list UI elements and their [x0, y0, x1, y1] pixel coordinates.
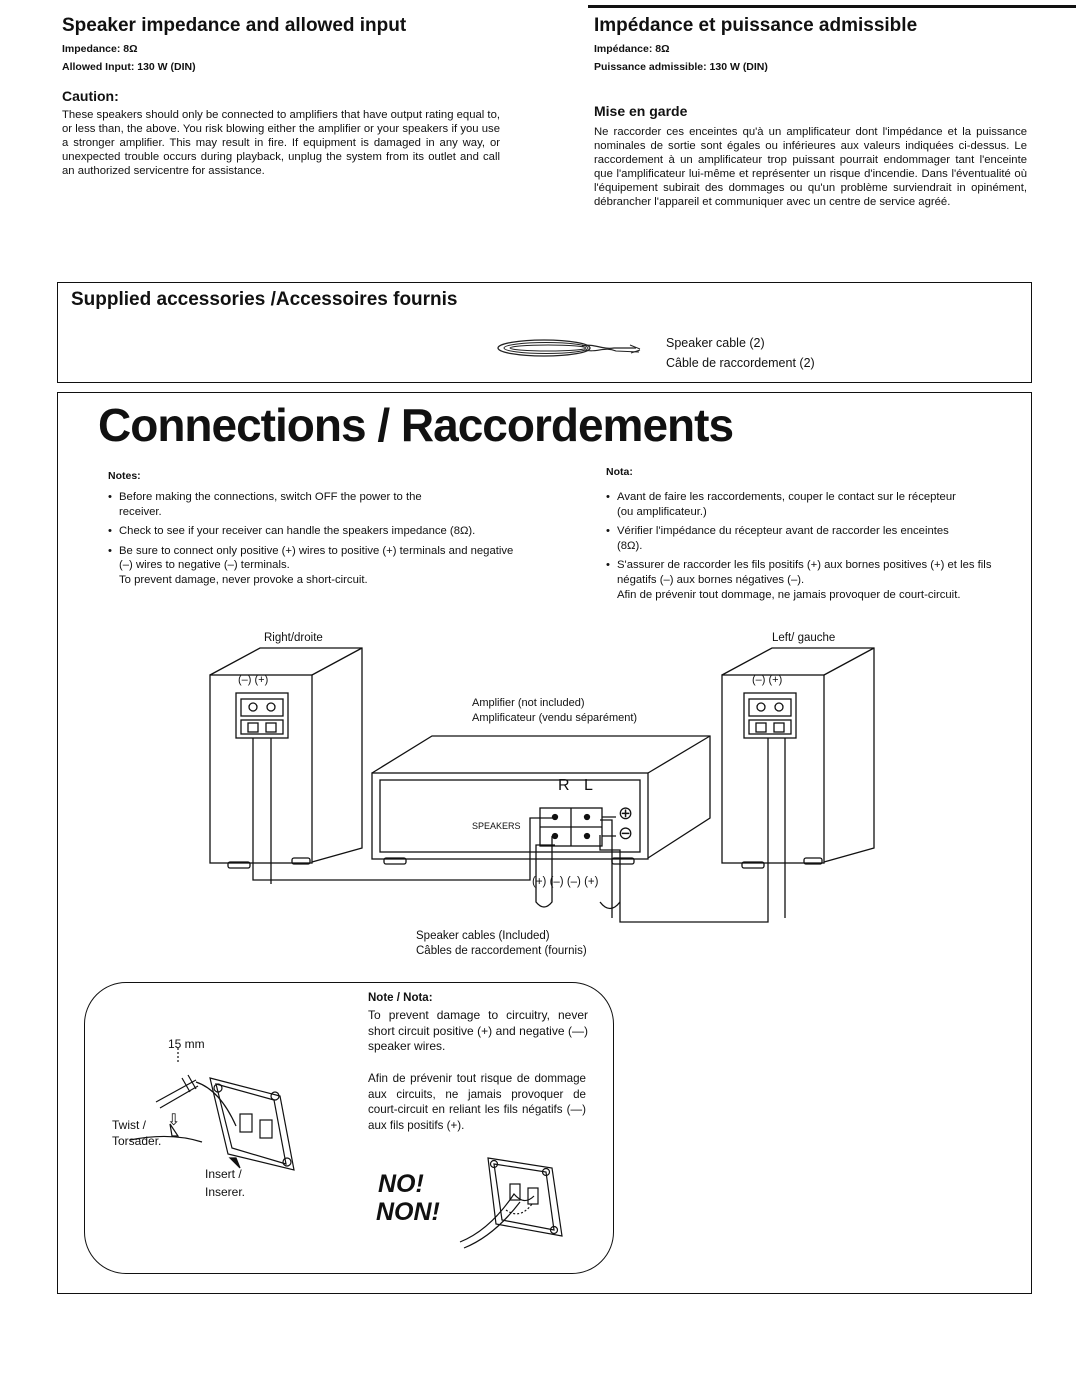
- caution-text-en: These speakers should only be connected …: [62, 109, 500, 177]
- right-speaker-label: Right/droite: [264, 632, 323, 644]
- no-warning-en: NO!: [378, 1170, 424, 1198]
- note-item-fr: S'assurer de raccorder les fils positifs…: [606, 558, 1001, 587]
- accessories-title: Supplied accessories /Accessoires fourni…: [71, 289, 458, 310]
- short-circuit-warning-illustration: [459, 1157, 563, 1249]
- note-item-en: Be sure to connect only positive (+) wir…: [108, 544, 518, 573]
- impedance-fr: Impédance: 8Ω: [594, 43, 670, 55]
- notes-title-fr: Nota:: [606, 466, 633, 478]
- note-extra-fr: Afin de prévenir tout dommage, ne jamais…: [617, 588, 961, 601]
- speaker-section-title-fr: Impédance et puissance admissible: [594, 15, 918, 36]
- amplifier-label-en: Amplifier (not included): [472, 697, 585, 709]
- right-terminal-polarity: (–) (+): [238, 674, 269, 686]
- wire-polarity-label: (+) (–) (–) (+): [532, 876, 599, 888]
- connection-diagram: [209, 647, 875, 923]
- connections-title: Connections / Raccordements: [98, 399, 734, 451]
- accessories-box: [57, 282, 1032, 383]
- wiring-note-en: To prevent damage to circuitry, never sh…: [368, 1008, 588, 1053]
- speakers-terminal-label: SPEAKERS: [472, 821, 521, 831]
- top-rule: [588, 5, 1076, 8]
- notes-list-en: Before making the connections, switch OF…: [108, 490, 518, 588]
- wiring-note-title: Note / Nota:: [368, 992, 433, 1004]
- minus-icon: ⊖: [618, 823, 634, 843]
- insert-label-fr: Inserer.: [205, 1185, 246, 1199]
- notes-list-fr: Avant de faire les raccordements, couper…: [606, 490, 1001, 602]
- caution-text-fr: Ne raccorder ces enceintes qu'à un ampli…: [594, 126, 1027, 208]
- twist-arrow-icon: ⇩: [167, 1112, 181, 1129]
- speaker-wires: [252, 738, 786, 923]
- note-item-en: Before making the connections, switch OF…: [108, 490, 454, 519]
- amplifier-label-fr: Amplificateur (vendu séparément): [472, 712, 638, 724]
- note-extra-en: To prevent damage, never provoke a short…: [119, 573, 368, 586]
- speaker-cable-icon: [497, 339, 641, 357]
- left-terminal-polarity: (–) (+): [752, 674, 783, 686]
- channel-l-label: L: [584, 777, 593, 794]
- wiring-note-fr: Afin de prévenir tout risque de dommage …: [368, 1072, 586, 1132]
- caution-title-en: Caution:: [62, 88, 119, 104]
- wiring-box: [84, 982, 614, 1274]
- accessory-item-fr: Câble de raccordement (2): [666, 356, 815, 370]
- strip-length-label: 15 mm: [168, 1037, 205, 1051]
- right-speaker: [209, 647, 363, 869]
- caution-title-fr: Mise en garde: [594, 103, 688, 119]
- twist-label-fr: Torsader.: [112, 1134, 162, 1148]
- no-warning-fr: NON!: [376, 1198, 440, 1226]
- connections-box: [57, 392, 1032, 1294]
- left-speaker: [721, 647, 875, 869]
- left-speaker-label: Left/ gauche: [772, 632, 836, 644]
- insert-label-en: Insert /: [205, 1167, 242, 1181]
- allowed-input-en: Allowed Input: 130 W (DIN): [62, 61, 196, 73]
- speaker-section-title-en: Speaker impedance and allowed input: [62, 15, 407, 36]
- wire-insertion-illustration: [129, 1048, 295, 1171]
- amplifier: [371, 735, 711, 865]
- twist-label-en: Twist /: [112, 1118, 147, 1132]
- note-item-en: Check to see if your receiver can handle…: [108, 524, 518, 539]
- accessory-item-en: Speaker cable (2): [666, 336, 765, 350]
- note-item-fr: Vérifier l'impédance du récepteur avant …: [606, 524, 972, 553]
- impedance-en: Impedance: 8Ω: [62, 43, 138, 55]
- channel-r-label: R: [558, 777, 570, 794]
- note-item-fr: Avant de faire les raccordements, couper…: [606, 490, 972, 519]
- speaker-cables-label-fr: Câbles de raccordement (fournis): [416, 945, 587, 957]
- allowed-input-fr: Puissance admissible: 130 W (DIN): [594, 61, 768, 73]
- notes-title-en: Notes:: [108, 470, 141, 482]
- plus-icon: ⊕: [618, 803, 634, 823]
- speaker-cables-label-en: Speaker cables (Included): [416, 930, 550, 942]
